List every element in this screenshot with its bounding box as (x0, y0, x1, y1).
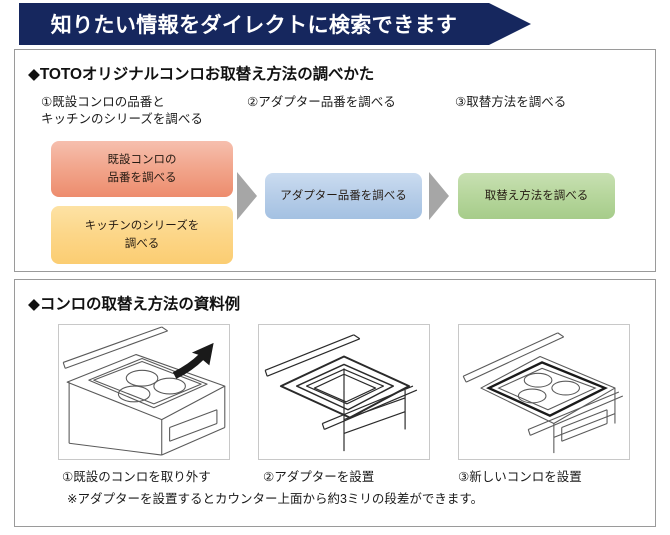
illustration-install-adapter (258, 324, 430, 460)
illustration-caption-3: ③新しいコンロを設置 (458, 470, 582, 484)
flow-step-label-2: ②アダプター品番を調べる (247, 95, 396, 109)
illustration-caption-2: ②アダプターを設置 (263, 470, 375, 484)
flow-box-adapter-number[interactable]: アダプター品番を調べる (265, 173, 422, 219)
flow-panel: ◆TOTOオリジナルコンロお取替え方法の調べかた ①既設コンロの品番と キッチン… (14, 49, 656, 272)
examples-section-heading: ◆コンロの取替え方法の資料例 (28, 296, 241, 313)
illustration-remove-existing-stove (58, 324, 230, 460)
counter-adapter-frame-icon (264, 334, 418, 452)
cooktop-lift-out-arrow-icon (62, 326, 226, 456)
flow-section-heading: ◆TOTOオリジナルコンロお取替え方法の調べかた (28, 66, 375, 83)
flow-arrow-icon-1 (237, 172, 257, 220)
flow-step-label-3: ③取替方法を調べる (455, 95, 567, 109)
header-banner: 知りたい情報をダイレクトに検索できます (19, 3, 531, 45)
flow-box-replace-method[interactable]: 取替え方法を調べる (458, 173, 615, 219)
examples-note: ※アダプターを設置するとカウンター上面から約3ミリの段差ができます。 (67, 492, 484, 506)
examples-panel: ◆コンロの取替え方法の資料例 (14, 279, 656, 527)
flow-arrow-icon-2 (429, 172, 449, 220)
new-cooktop-installed-icon (462, 332, 624, 454)
flow-box-existing-stove[interactable]: 既設コンロの 品番を調べる (51, 141, 233, 197)
illustration-caption-1: ①既設のコンロを取り外す (62, 470, 211, 484)
flow-box-kitchen-series[interactable]: キッチンのシリーズを 調べる (51, 206, 233, 264)
illustration-install-new-stove (458, 324, 630, 460)
page-title: 知りたい情報をダイレクトに検索できます (50, 14, 458, 37)
banner-arrow-shape (19, 3, 531, 45)
flow-step-label-1: ①既設コンロの品番と キッチンのシリーズを調べる (41, 95, 203, 126)
